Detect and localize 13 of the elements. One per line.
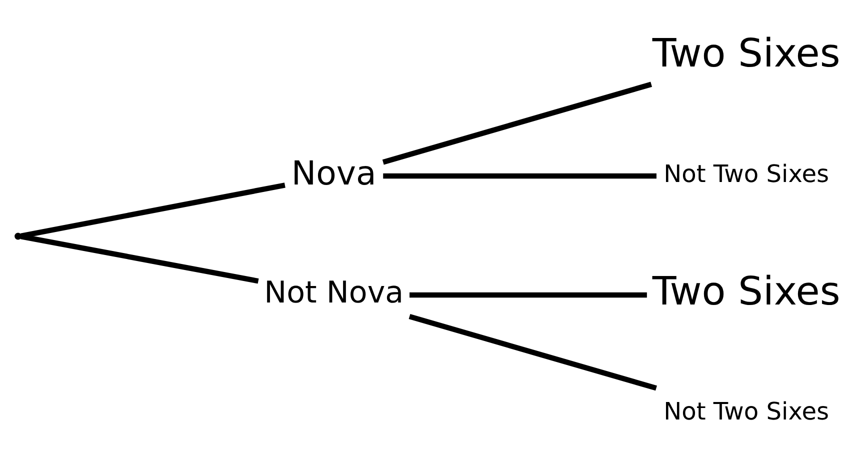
node-text: Two Sixes <box>652 269 840 314</box>
connector <box>20 234 258 284</box>
node-text: Not Nova <box>264 275 404 310</box>
connector <box>408 314 656 391</box>
connector <box>382 82 652 165</box>
connector <box>382 173 656 179</box>
connector <box>20 182 285 239</box>
node-text: Not Two Sixes <box>663 398 829 426</box>
node-text: Not Two Sixes <box>663 160 829 188</box>
node-point <box>14 232 21 240</box>
connector <box>409 292 646 298</box>
node-text: Nova <box>290 153 376 192</box>
node-text: Two Sixes <box>652 32 840 77</box>
